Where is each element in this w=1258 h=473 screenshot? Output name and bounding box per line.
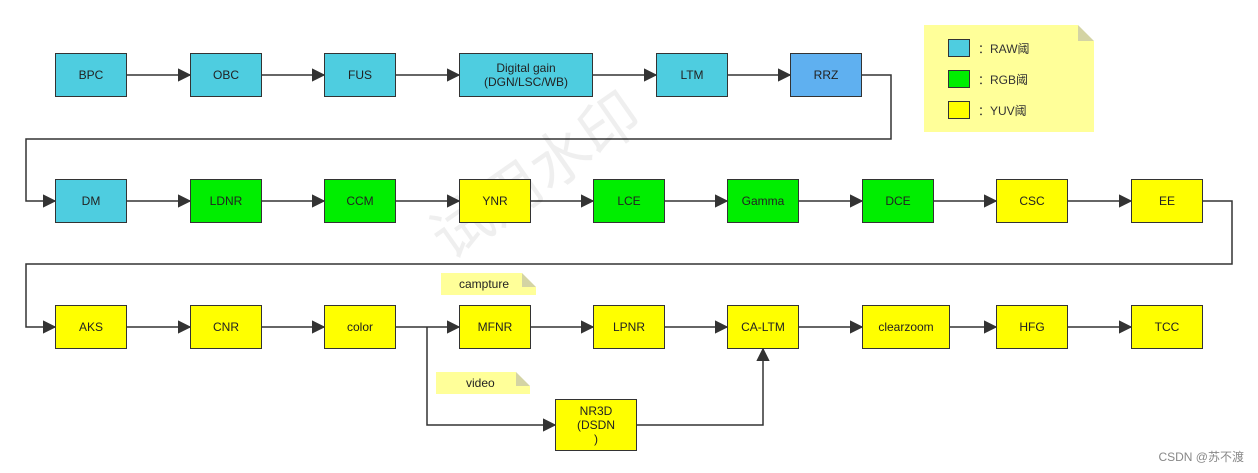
node-rrz: RRZ bbox=[790, 53, 862, 97]
node-caltm: CA-LTM bbox=[727, 305, 799, 349]
node-bpc: BPC bbox=[55, 53, 127, 97]
legend-label-raw: ：RAW阈 bbox=[978, 41, 1030, 56]
node-color: color bbox=[324, 305, 396, 349]
yuv-swatch bbox=[948, 101, 970, 119]
node-cnr: CNR bbox=[190, 305, 262, 349]
node-dce: DCE bbox=[862, 179, 934, 223]
node-ccm: CCM bbox=[324, 179, 396, 223]
legend-label-rgb: ：RGB阈 bbox=[978, 72, 1029, 87]
rgb-swatch bbox=[948, 70, 970, 88]
legend-item-yuv: ：YUV阈 bbox=[948, 101, 1027, 119]
legend-fold-icon bbox=[1078, 25, 1094, 41]
edge-ee-aks bbox=[25, 200, 1233, 334]
node-aks: AKS bbox=[55, 305, 127, 349]
node-ee: EE bbox=[1131, 179, 1203, 223]
note-fold-icon bbox=[522, 273, 536, 287]
node-dgn: Digital gain (DGN/LSC/WB) bbox=[459, 53, 593, 97]
node-obc: OBC bbox=[190, 53, 262, 97]
node-lce: LCE bbox=[593, 179, 665, 223]
node-hfg: HFG bbox=[996, 305, 1068, 349]
note-video-text: video bbox=[466, 376, 495, 390]
node-ynr: YNR bbox=[459, 179, 531, 223]
legend-panel: ：RAW阈 ：RGB阈 ：YUV阈 bbox=[924, 25, 1094, 132]
node-nr3d: NR3D (DSDN ) bbox=[555, 399, 637, 451]
node-tcc: TCC bbox=[1131, 305, 1203, 349]
node-lpnr: LPNR bbox=[593, 305, 665, 349]
edge-color-nr3d bbox=[426, 327, 557, 432]
node-clearzoom: clearzoom bbox=[862, 305, 950, 349]
node-csc: CSC bbox=[996, 179, 1068, 223]
node-fus: FUS bbox=[324, 53, 396, 97]
note-fold-icon bbox=[516, 372, 530, 386]
note-video: video bbox=[436, 372, 530, 394]
node-ltm: LTM bbox=[656, 53, 728, 97]
node-ldnr: LDNR bbox=[190, 179, 262, 223]
node-dm: DM bbox=[55, 179, 127, 223]
legend-label-yuv: ：YUV阈 bbox=[978, 103, 1027, 118]
edge-nr3d-caltm bbox=[637, 347, 770, 426]
raw-swatch bbox=[948, 39, 970, 57]
node-mfnr: MFNR bbox=[459, 305, 531, 349]
note-campture: campture bbox=[441, 273, 536, 295]
note-campture-text: campture bbox=[459, 277, 510, 291]
credit-text: CSDN @苏不渡 bbox=[1158, 450, 1244, 464]
edge-rrz-dm bbox=[25, 74, 892, 208]
legend-item-raw: ：RAW阈 bbox=[948, 39, 1030, 57]
node-gamma: Gamma bbox=[727, 179, 799, 223]
legend-item-rgb: ：RGB阈 bbox=[948, 70, 1028, 88]
